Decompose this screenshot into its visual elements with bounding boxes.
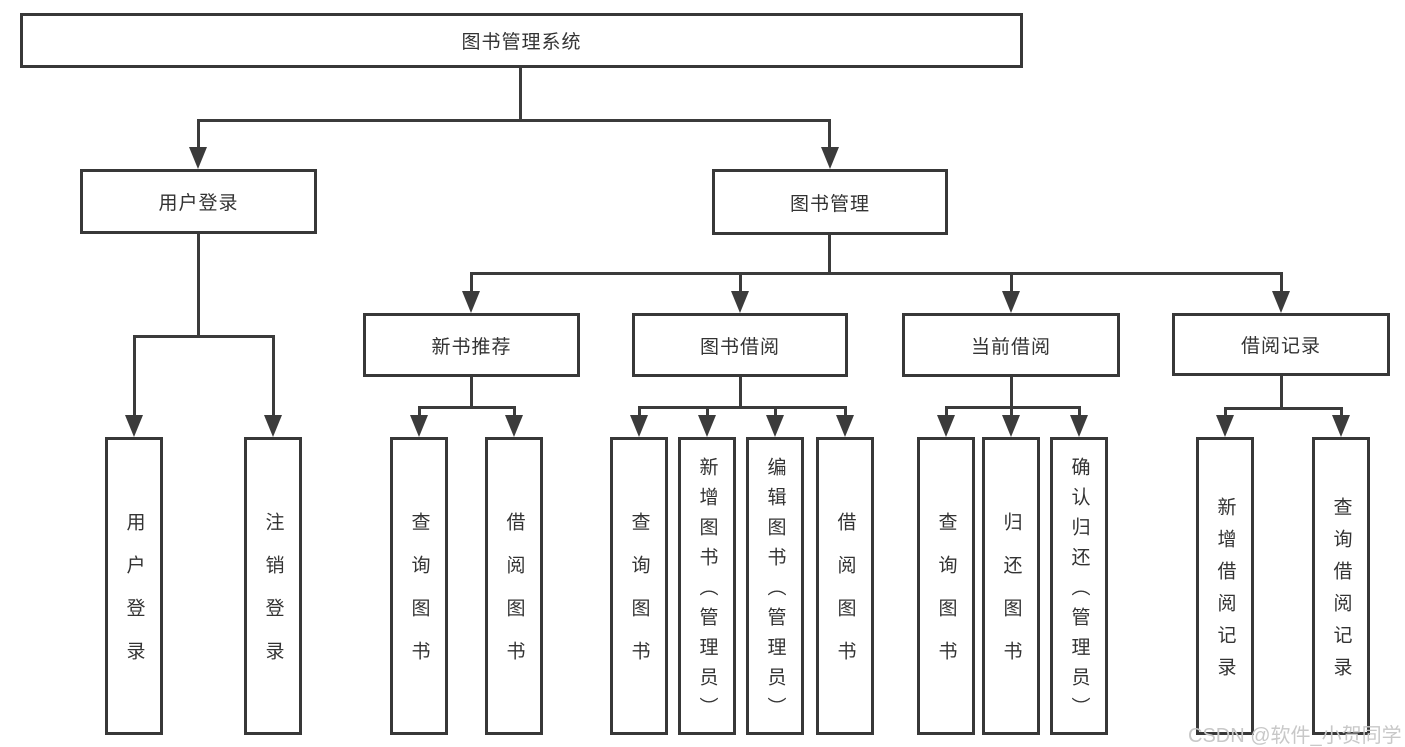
leaf-user-login: 用户登录 [105,437,163,735]
arrow-down-icon [1332,415,1350,437]
connector-horizontal [638,406,846,409]
leaf-user-login-label: 用户登录 [123,512,145,684]
connector-vertical [470,272,473,296]
arrow-down-icon [1272,291,1290,313]
leaf-confirm-return-admin-label: 确认归还（管理员） [1068,456,1090,727]
connector-vertical [638,406,641,418]
connector-horizontal [470,272,1282,275]
node-borrow-records: 借阅记录 [1172,313,1390,376]
leaf-logout: 注销登录 [244,437,302,735]
node-borrow-records-label: 借阅记录 [1240,336,1321,357]
leaf-query-books-borrow: 查询图书 [610,437,668,735]
arrow-down-icon [189,147,207,169]
connector-vertical [513,406,516,418]
connector-vertical [1010,406,1013,418]
leaf-query-borrow-record: 查询借阅记录 [1312,437,1370,735]
node-current-borrow: 当前借阅 [902,313,1120,377]
leaf-confirm-return-admin: 确认归还（管理员） [1050,437,1108,735]
connector-vertical [1010,272,1013,296]
leaf-borrow-books: 借阅图书 [816,437,874,735]
node-book-borrow: 图书借阅 [632,313,848,377]
arrow-down-icon [630,415,648,437]
arrow-down-icon [264,415,282,437]
arrow-down-icon [1216,415,1234,437]
node-root: 图书管理系统 [20,13,1023,68]
leaf-query-books-recommend-label: 查询图书 [408,512,430,684]
connector-vertical [1280,272,1283,296]
connector-vertical [945,406,948,418]
connector-vertical [197,119,200,152]
node-current-borrow-label: 当前借阅 [970,336,1051,358]
leaf-add-borrow-record-label: 新增借阅记录 [1214,496,1236,689]
leaf-edit-books-admin-label: 编辑图书（管理员） [764,456,786,727]
arrow-down-icon [698,415,716,437]
connector-vertical [706,406,709,418]
arrow-down-icon [821,147,839,169]
leaf-borrow-books-recommend: 借阅图书 [485,437,543,735]
leaf-edit-books-admin: 编辑图书（管理员） [746,437,804,735]
node-user-login-label: 用户登录 [158,193,239,214]
connector-horizontal [133,335,274,338]
node-book-borrow-label: 图书借阅 [699,336,780,358]
leaf-query-books-current-label: 查询图书 [935,512,957,684]
connector-vertical [828,119,831,152]
connector-vertical [197,234,200,335]
node-book-management: 图书管理 [712,169,948,235]
arrow-down-icon [766,415,784,437]
node-new-book-recommend: 新书推荐 [363,313,580,377]
connector-vertical [1078,406,1081,418]
node-root-label: 图书管理系统 [461,32,582,53]
connector-horizontal [418,406,515,409]
connector-horizontal [1224,407,1342,410]
arrow-down-icon [731,291,749,313]
connector-vertical [739,377,742,406]
node-new-book-recommend-label: 新书推荐 [431,336,512,358]
connector-vertical [1340,407,1343,418]
connector-horizontal [197,119,831,122]
connector-vertical [418,406,421,418]
leaf-borrow-books-recommend-label: 借阅图书 [503,512,525,684]
connector-vertical [1224,407,1227,418]
arrow-down-icon [836,415,854,437]
connector-vertical [739,272,742,296]
arrow-down-icon [1070,415,1088,437]
leaf-query-books-borrow-label: 查询图书 [628,512,650,684]
leaf-borrow-books-label: 借阅图书 [834,512,856,684]
connector-vertical [133,335,136,419]
connector-vertical [1010,377,1013,406]
leaf-query-books-current: 查询图书 [917,437,975,735]
connector-vertical [519,68,522,119]
connector-vertical [844,406,847,418]
node-book-management-label: 图书管理 [789,193,870,215]
leaf-return-books: 归还图书 [982,437,1040,735]
arrow-down-icon [462,291,480,313]
connector-vertical [774,406,777,418]
arrow-down-icon [125,415,143,437]
arrow-down-icon [1002,291,1020,313]
leaf-query-borrow-record-label: 查询借阅记录 [1330,496,1352,689]
connector-vertical [272,335,275,419]
leaf-return-books-label: 归还图书 [1000,512,1022,684]
connector-vertical [470,377,473,406]
arrow-down-icon [1002,415,1020,437]
leaf-query-books-recommend: 查询图书 [390,437,448,735]
leaf-add-books-admin: 新增图书（管理员） [678,437,736,735]
connector-vertical [1280,376,1283,407]
arrow-down-icon [505,415,523,437]
arrow-down-icon [410,415,428,437]
leaf-add-books-admin-label: 新增图书（管理员） [696,456,718,727]
leaf-logout-label: 注销登录 [262,512,284,684]
leaf-add-borrow-record: 新增借阅记录 [1196,437,1254,735]
connector-vertical [828,235,831,272]
arrow-down-icon [937,415,955,437]
node-user-login: 用户登录 [80,169,317,234]
watermark: CSDN @软件_小贺同学 [1188,725,1402,747]
